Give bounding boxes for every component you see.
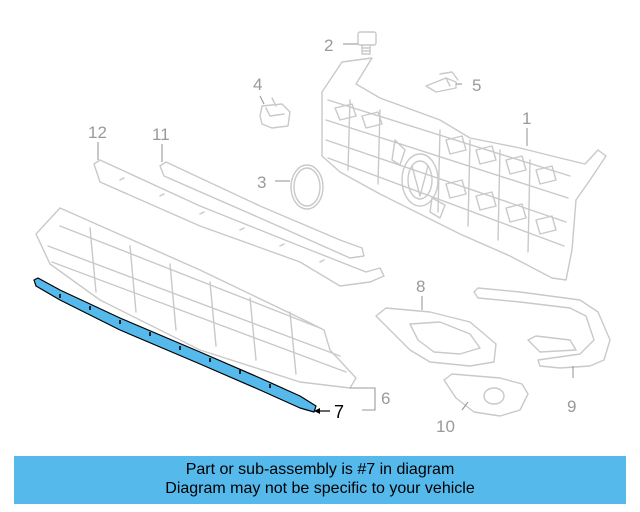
- callout-6: 6: [381, 389, 390, 408]
- chrome-trim-part-9[interactable]: [473, 287, 611, 369]
- parts-diagram: 1 2 3 4 5 6 7 8 9 10 11 12: [33, 31, 611, 436]
- callout-10: 10: [436, 417, 455, 436]
- molding-part-11[interactable]: [159, 161, 365, 259]
- bolt-part-5[interactable]: [425, 71, 459, 93]
- leader-lines: [97, 43, 574, 414]
- banner-line-2: Diagram may not be specific to your vehi…: [165, 480, 475, 497]
- screw-part-2[interactable]: [357, 31, 377, 55]
- callout-8: 8: [416, 277, 425, 296]
- callout-12: 12: [88, 123, 107, 142]
- callout-2: 2: [324, 36, 333, 55]
- callout-1: 1: [522, 109, 531, 128]
- lower-grille-part-6[interactable]: [35, 207, 357, 389]
- bracket-part-4[interactable]: [259, 97, 291, 129]
- banner-line-1: Part or sub-assembly is #7 in diagram: [185, 461, 455, 478]
- callout-5: 5: [472, 76, 481, 95]
- callout-7: 7: [334, 402, 344, 422]
- callout-11: 11: [152, 125, 170, 144]
- info-banner: Part or sub-assembly is #7 in diagram Di…: [14, 456, 626, 504]
- trim-strip-part-12[interactable]: [93, 159, 385, 287]
- upper-grille-part-1[interactable]: [321, 57, 607, 281]
- callout-4: 4: [253, 75, 262, 94]
- trim-strip-part-7-highlighted[interactable]: [33, 277, 317, 413]
- callout-9: 9: [567, 397, 576, 416]
- fog-trim-part-8[interactable]: [375, 307, 497, 367]
- emblem-ring-part-3[interactable]: [290, 164, 324, 210]
- callout-3: 3: [257, 173, 266, 192]
- fog-cover-part-10[interactable]: [443, 373, 529, 417]
